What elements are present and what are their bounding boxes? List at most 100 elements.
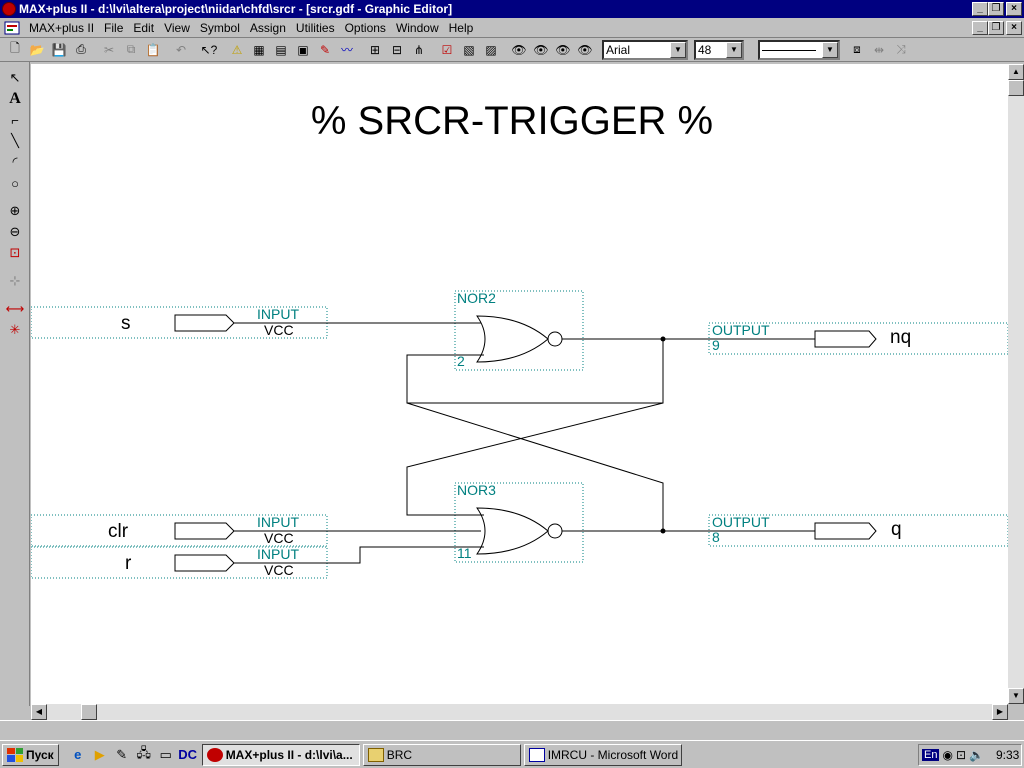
media-player-icon[interactable]: ▶ [94, 746, 105, 762]
input-r-boundary [31, 546, 328, 579]
new-file-icon[interactable]: 🗋 [10, 41, 20, 55]
network-tray-icon[interactable]: ⊡ [955, 748, 967, 762]
open-editor-icon[interactable]: ▦ [253, 42, 265, 57]
floorplan-icon[interactable]: ▤ [275, 42, 287, 57]
open-folder-icon[interactable]: 📂 [29, 42, 45, 57]
snap-to-grid-icon[interactable]: ⊹ [9, 273, 21, 288]
maxplus-app-icon[interactable] [2, 2, 16, 16]
find-clique-icon[interactable]: 👁 [533, 42, 549, 57]
rubberband-icon[interactable]: ⧈ [853, 42, 861, 56]
vertical-scrollbar[interactable]: ▲ ▼ [1008, 64, 1024, 704]
tree-icon[interactable]: ⋔ [413, 42, 425, 57]
language-indicator[interactable]: En [922, 749, 940, 761]
scroll-right-icon[interactable]: ▶ [992, 704, 1008, 720]
menu-view[interactable]: View [164, 20, 190, 35]
task-brc[interactable]: BRC [362, 743, 521, 766]
save-icon[interactable]: 💾 [51, 42, 67, 57]
schematic-canvas[interactable]: % SRCR-TRIGGER % s INPUT VCC clr INPUT V… [31, 64, 1008, 704]
timing-icon[interactable]: ▨ [485, 42, 497, 57]
orthogonal-line-icon[interactable]: ⌐ [11, 112, 19, 128]
line-style-select[interactable]: ▼ [758, 39, 840, 60]
input-pin-name[interactable]: s [121, 313, 131, 334]
hierarchy-up-icon[interactable]: ⚠ [231, 42, 243, 57]
symbol-editor-icon[interactable]: ▣ [297, 42, 309, 57]
input-kind-label: INPUT [257, 306, 299, 322]
antivirus-icon[interactable]: ◉ [942, 748, 953, 762]
doc-restore-button[interactable]: ❐ [988, 21, 1004, 35]
simulate-icon[interactable]: ▧ [463, 42, 475, 57]
volume-icon[interactable]: 🔈 [969, 748, 984, 762]
hierarchy-display-icon[interactable]: ⊞ [369, 42, 381, 57]
input-value-label: VCC [264, 562, 294, 578]
diagram-title[interactable]: % SRCR-TRIGGER % [310, 99, 714, 143]
find-pin-icon[interactable]: 👁 [555, 42, 571, 57]
menu-file[interactable]: File [104, 20, 124, 35]
menu-symbol[interactable]: Symbol [199, 20, 240, 35]
input-pin-r-shape [174, 554, 235, 572]
horizontal-scrollbar[interactable]: ◀ ▶ [31, 704, 1008, 720]
paste-icon[interactable]: 📋 [145, 42, 161, 57]
chevron-down-icon[interactable]: ▼ [726, 41, 742, 58]
context-help-icon[interactable]: ↖? [200, 42, 218, 57]
flip-horizontal-icon[interactable]: ⇹ [873, 42, 885, 57]
document-icon[interactable] [4, 21, 20, 35]
rotate-icon[interactable]: ⤨ [896, 42, 906, 56]
waveform-icon[interactable]: 〰 [340, 43, 353, 57]
commander-icon[interactable]: DC [178, 747, 198, 762]
menu-edit[interactable]: Edit [133, 20, 155, 35]
menu-utilities[interactable]: Utilities [295, 20, 335, 35]
doc-minimize-button[interactable]: _ [972, 21, 988, 35]
menu-assign[interactable]: Assign [249, 20, 286, 35]
font-size-select[interactable]: 48▼ [694, 39, 744, 60]
task-word[interactable]: IMRCU - Microsoft Word [523, 743, 682, 766]
input-pin-name[interactable]: clr [108, 521, 129, 542]
font-name-select[interactable]: Arial▼ [602, 39, 688, 60]
chevron-down-icon[interactable]: ▼ [822, 41, 838, 58]
menu-window[interactable]: Window [395, 20, 439, 35]
zoom-out-icon[interactable]: ⊖ [9, 224, 21, 239]
circle-tool-icon[interactable]: ○ [11, 175, 19, 191]
project-hierarchy-icon[interactable]: ⊟ [391, 42, 403, 57]
doc-close-button[interactable]: × [1006, 21, 1022, 35]
vertical-scroll-thumb[interactable] [1008, 80, 1024, 96]
print-icon[interactable]: ⎙ [76, 42, 86, 56]
arc-tool-icon[interactable]: ◜ [12, 154, 18, 169]
rubberbanding-on-icon[interactable]: ⟷ [5, 301, 25, 316]
find-probe-icon[interactable]: 👁 [577, 42, 593, 57]
cut-icon[interactable]: ✂ [103, 42, 115, 57]
output-pin-name[interactable]: nq [890, 327, 912, 348]
task-maxplus[interactable]: MAX+plus II - d:\lvi\a... [201, 743, 360, 766]
menu-help[interactable]: Help [448, 20, 474, 35]
copy-icon[interactable]: ⧉ [126, 42, 136, 56]
wire-r [234, 546, 484, 564]
find-node-icon[interactable]: 👁 [511, 42, 527, 57]
diagonal-line-icon[interactable]: ╲ [11, 133, 19, 148]
scroll-up-icon[interactable]: ▲ [1008, 64, 1024, 80]
internet-explorer-icon[interactable]: e [74, 747, 82, 762]
output-pin-name[interactable]: q [891, 519, 902, 540]
wire-cross-b [406, 402, 664, 531]
minimize-button[interactable]: _ [972, 2, 988, 16]
menu-maxplus[interactable]: MAX+plus II [29, 20, 95, 35]
notepad-icon[interactable]: ✎ [116, 746, 128, 762]
zoom-in-icon[interactable]: ⊕ [9, 203, 21, 218]
scroll-left-icon[interactable]: ◀ [31, 704, 47, 720]
terminal-icon[interactable]: ▭ [159, 746, 172, 762]
start-button[interactable]: Пуск [2, 743, 59, 766]
input-pin-name[interactable]: r [125, 553, 132, 574]
rubberbanding-off-icon[interactable]: ✳ [9, 322, 21, 337]
compile-icon[interactable]: ☑ [441, 42, 453, 57]
chevron-down-icon[interactable]: ▼ [670, 41, 686, 58]
restore-button[interactable]: ❐ [988, 2, 1004, 16]
undo-icon[interactable]: ↶ [175, 42, 187, 57]
scroll-down-icon[interactable]: ▼ [1008, 688, 1024, 704]
horizontal-scroll-thumb[interactable] [81, 704, 97, 720]
selection-pointer-icon[interactable]: ↖ [9, 70, 21, 85]
menu-options[interactable]: Options [344, 20, 386, 35]
text-tool-icon[interactable]: A [9, 90, 21, 107]
input-clr-boundary [31, 514, 328, 547]
text-editor-icon[interactable]: ✎ [319, 42, 331, 57]
close-button[interactable]: × [1006, 2, 1022, 16]
network-icon[interactable]: 🖧 [136, 744, 151, 760]
fit-in-window-icon[interactable]: ⊡ [9, 245, 21, 260]
